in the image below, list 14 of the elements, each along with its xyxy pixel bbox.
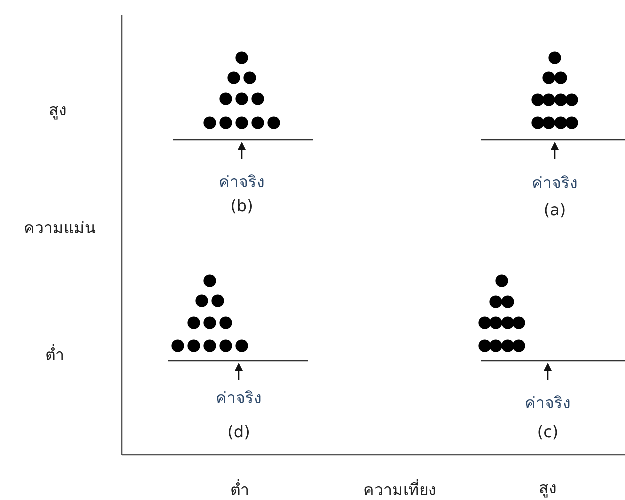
axis-value-label: สูง [539, 478, 557, 500]
axis-title: ความเที่ยง [364, 478, 436, 500]
panel-letter: (c) [537, 422, 559, 442]
axis-title: ความแม่น [24, 218, 96, 240]
panel-letter: (d) [228, 422, 250, 442]
axis-value-label: สูง [49, 100, 67, 122]
true-value-label: ค่าจริง [532, 172, 578, 194]
axis-value-label: ต่ำ [230, 478, 250, 500]
axis-value-label: ต่ำ [46, 343, 64, 366]
panel-letter: (b) [230, 196, 254, 216]
panel-letter: (a) [544, 200, 566, 220]
true-value-label: ค่าจริง [219, 172, 265, 194]
true-value-label: ค่าจริง [525, 392, 571, 414]
true-value-label: ค่าจริง [216, 388, 262, 410]
